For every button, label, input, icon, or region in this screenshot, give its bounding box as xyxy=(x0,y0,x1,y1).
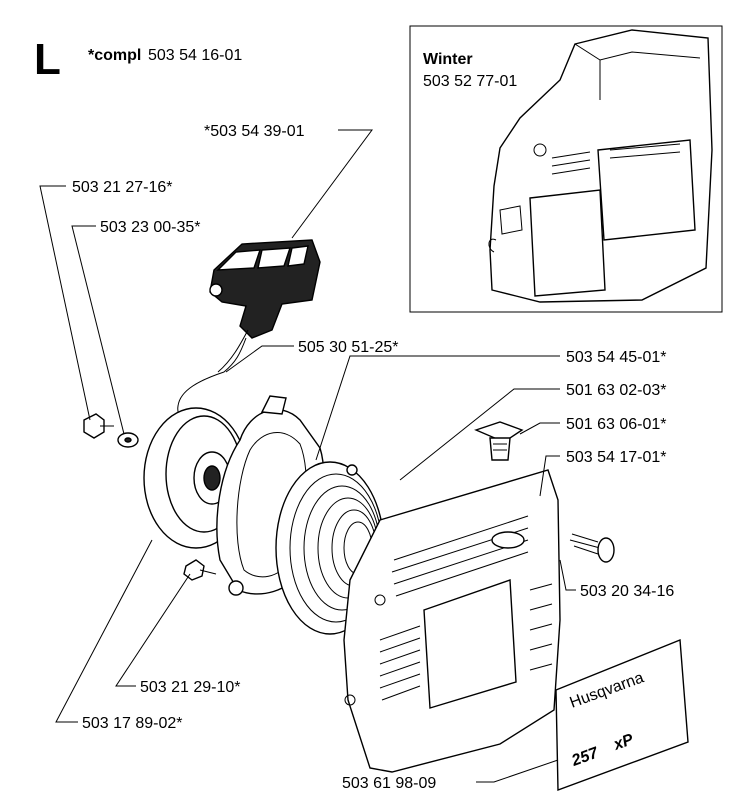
decal-suffix: xP xyxy=(611,731,636,754)
label-pulley: 503 17 89-02* xyxy=(82,715,183,732)
label-handle: *503 54 39-01 xyxy=(204,123,305,140)
label-plug: 501 63 06-01* xyxy=(566,416,667,433)
rubber-plug xyxy=(474,421,524,461)
label-screw-left: 503 21 27-16* xyxy=(72,179,173,196)
label-washer: 503 23 00-35* xyxy=(100,219,201,236)
label-pulley-cover: 503 54 45-01* xyxy=(566,349,667,366)
section-letter: L xyxy=(34,35,61,84)
compl-part-number: 503 54 16-01 xyxy=(148,47,242,64)
starter-handle xyxy=(209,239,321,373)
label-screw-bottom: 503 21 29-10* xyxy=(140,679,241,696)
inset-title: Winter xyxy=(423,51,473,68)
label-rope: 505 30 51-25* xyxy=(298,339,399,356)
screw-left xyxy=(83,413,114,439)
screw-bottom xyxy=(183,559,217,581)
model-decal: Husqvarna 257 xP xyxy=(555,638,689,791)
screw-right xyxy=(569,533,615,563)
leader-lines xyxy=(39,129,576,783)
inset-part-number: 503 52 77-01 xyxy=(423,73,517,90)
label-decal: 503 61 98-09 xyxy=(342,775,436,792)
starter-cover xyxy=(343,469,561,773)
label-spring: 501 63 02-03* xyxy=(566,382,667,399)
label-starter-cover: 503 54 17-01* xyxy=(566,449,667,466)
winter-inset: Winter 503 52 77-01 xyxy=(409,25,723,313)
label-screw-right: 503 20 34-16 xyxy=(580,583,674,600)
winter-cover-illustration xyxy=(488,29,713,303)
compl-prefix: *compl xyxy=(88,47,141,64)
